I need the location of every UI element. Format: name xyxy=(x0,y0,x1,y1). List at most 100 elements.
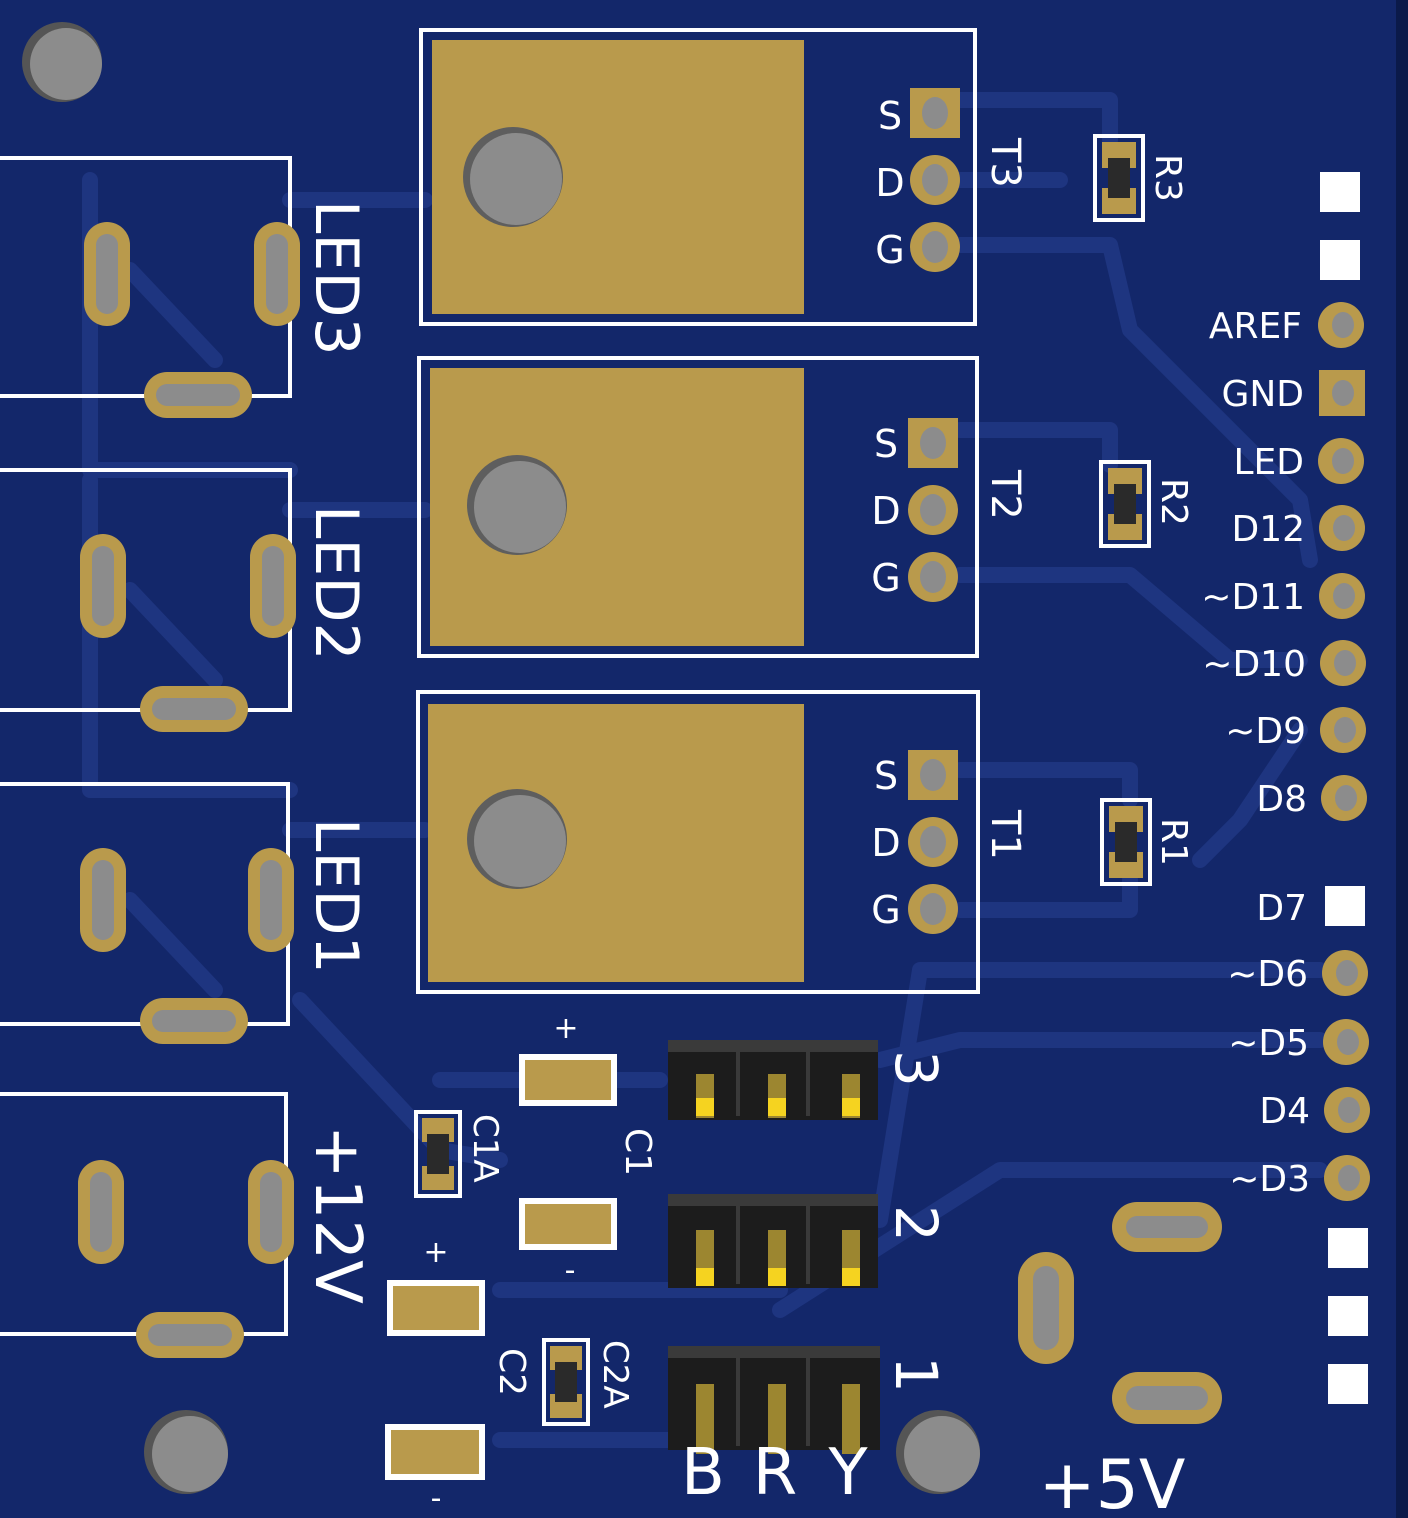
arduino-header: AREF GND LED D12 ~D11 ~D10 ~D9 D8 D7 ~D6… xyxy=(1201,172,1370,1404)
header-pin-tip xyxy=(696,1098,714,1116)
pin-label: D xyxy=(875,161,904,205)
transistor-ref: T1 xyxy=(982,809,1028,860)
led-connector-led3: LED3 xyxy=(0,156,371,418)
header-pin-hole xyxy=(1334,717,1356,743)
transistor-ref: T2 xyxy=(982,469,1028,520)
pad-hole xyxy=(260,1172,282,1252)
cap-minus-mark: - xyxy=(565,1253,576,1288)
power-5v-label: +5V xyxy=(1039,1446,1186,1518)
pin-label: S xyxy=(874,422,898,466)
mounting-hole xyxy=(30,28,102,100)
resistor-r2: R2 xyxy=(1099,460,1194,548)
resistor-r3: R3 xyxy=(1093,134,1188,222)
mounting-holes xyxy=(22,22,980,1494)
cap-pad xyxy=(391,1430,479,1474)
pin-label: ~D11 xyxy=(1201,577,1305,618)
resistor-outline xyxy=(1093,134,1145,222)
trace xyxy=(952,237,1318,568)
pad-hole xyxy=(262,546,284,626)
trace xyxy=(122,262,223,368)
pin-label: D7 xyxy=(1256,888,1307,929)
resistor-ref: R1 xyxy=(1153,818,1194,866)
capacitor-ref: C2 xyxy=(491,1348,532,1396)
transistor-t2: S D G T2 xyxy=(417,356,1028,658)
pad-hole xyxy=(92,860,114,940)
header-label: 2 xyxy=(882,1205,950,1242)
transistor-t1: S D G T1 xyxy=(416,690,1028,994)
header-pin xyxy=(768,1384,786,1454)
capacitor-ref: C2A xyxy=(595,1340,635,1409)
empty-square-pad xyxy=(1320,172,1360,212)
pin-label: LED xyxy=(1233,442,1304,483)
empty-square-pad xyxy=(1328,1228,1368,1268)
capacitor-c1: + - C1 xyxy=(519,1011,658,1288)
header-pin-hole xyxy=(1338,1097,1360,1123)
pin-label: ~D9 xyxy=(1225,711,1306,752)
pin-hole xyxy=(920,494,946,526)
transistor-outline xyxy=(419,28,977,326)
empty-square-pad xyxy=(1320,240,1360,280)
tab-hole xyxy=(470,133,562,225)
empty-square-pad xyxy=(1328,1296,1368,1336)
pin-hole xyxy=(920,561,946,593)
pad-hole xyxy=(1126,1386,1208,1410)
pad-hole xyxy=(156,384,240,406)
cap-pad xyxy=(525,1204,611,1244)
trace xyxy=(872,1032,1328,1068)
led-connector-led1: LED1 xyxy=(0,782,371,1044)
tab-hole xyxy=(474,795,566,887)
cap-outline xyxy=(414,1110,462,1198)
resistor-body xyxy=(1115,822,1137,862)
header-pin-hole xyxy=(1333,515,1355,541)
resistor-body xyxy=(1114,484,1136,524)
cap-pad xyxy=(525,1060,611,1100)
trace xyxy=(952,422,1118,473)
pad-hole xyxy=(92,546,114,626)
header-label: 1 xyxy=(882,1356,950,1393)
pin-label: D8 xyxy=(1256,779,1307,820)
pin-label: ~D6 xyxy=(1227,954,1308,995)
power-jack-5v: +5V xyxy=(1018,1202,1222,1518)
pin-header-3: 3 xyxy=(668,1040,950,1120)
capacitor-ref: C1 xyxy=(617,1128,658,1176)
header-pin-hole xyxy=(1338,1165,1360,1191)
trace xyxy=(952,92,1118,148)
cap-minus-mark: - xyxy=(431,1481,442,1516)
transistor-outline xyxy=(417,356,979,658)
capacitor-c2: + - C2 xyxy=(385,1235,532,1516)
empty-square-pad xyxy=(1328,1364,1368,1404)
resistor-r1: R1 xyxy=(1100,798,1194,886)
trace xyxy=(952,762,1138,808)
cap-outline xyxy=(542,1338,590,1426)
pin-label: G xyxy=(871,556,900,600)
header-body-top xyxy=(668,1346,880,1358)
pad-hole xyxy=(90,1172,112,1252)
resistor-ref: R3 xyxy=(1147,154,1188,202)
pin-label: S xyxy=(878,94,902,138)
transistor-ref: T3 xyxy=(982,137,1028,188)
pad-hole xyxy=(148,1324,232,1346)
pad-hole xyxy=(1126,1216,1208,1238)
power-connector-12v: +12V xyxy=(0,1092,374,1358)
header-pin-label-y: Y xyxy=(827,1436,868,1510)
capacitor-ref: C1A xyxy=(465,1114,505,1183)
pad-hole xyxy=(96,234,118,314)
header-pin-tip xyxy=(768,1268,786,1286)
resistor-ref: R2 xyxy=(1153,478,1194,526)
trace xyxy=(122,582,223,688)
transistor-t3: S D G T3 xyxy=(419,28,1028,326)
pin-hole xyxy=(920,759,946,791)
header-pin-label-r: R xyxy=(753,1436,797,1510)
trace xyxy=(122,892,223,998)
pad-hole xyxy=(266,234,288,314)
pin-label: ~D10 xyxy=(1202,644,1306,685)
transistor-outline xyxy=(416,690,980,994)
pin-label: GND xyxy=(1221,374,1304,415)
cap-pad xyxy=(393,1286,479,1330)
header-pin-hole xyxy=(1337,1029,1359,1055)
cap-body xyxy=(555,1362,577,1402)
pin-hole xyxy=(922,97,948,129)
led-connector-led2: LED2 xyxy=(0,468,371,732)
